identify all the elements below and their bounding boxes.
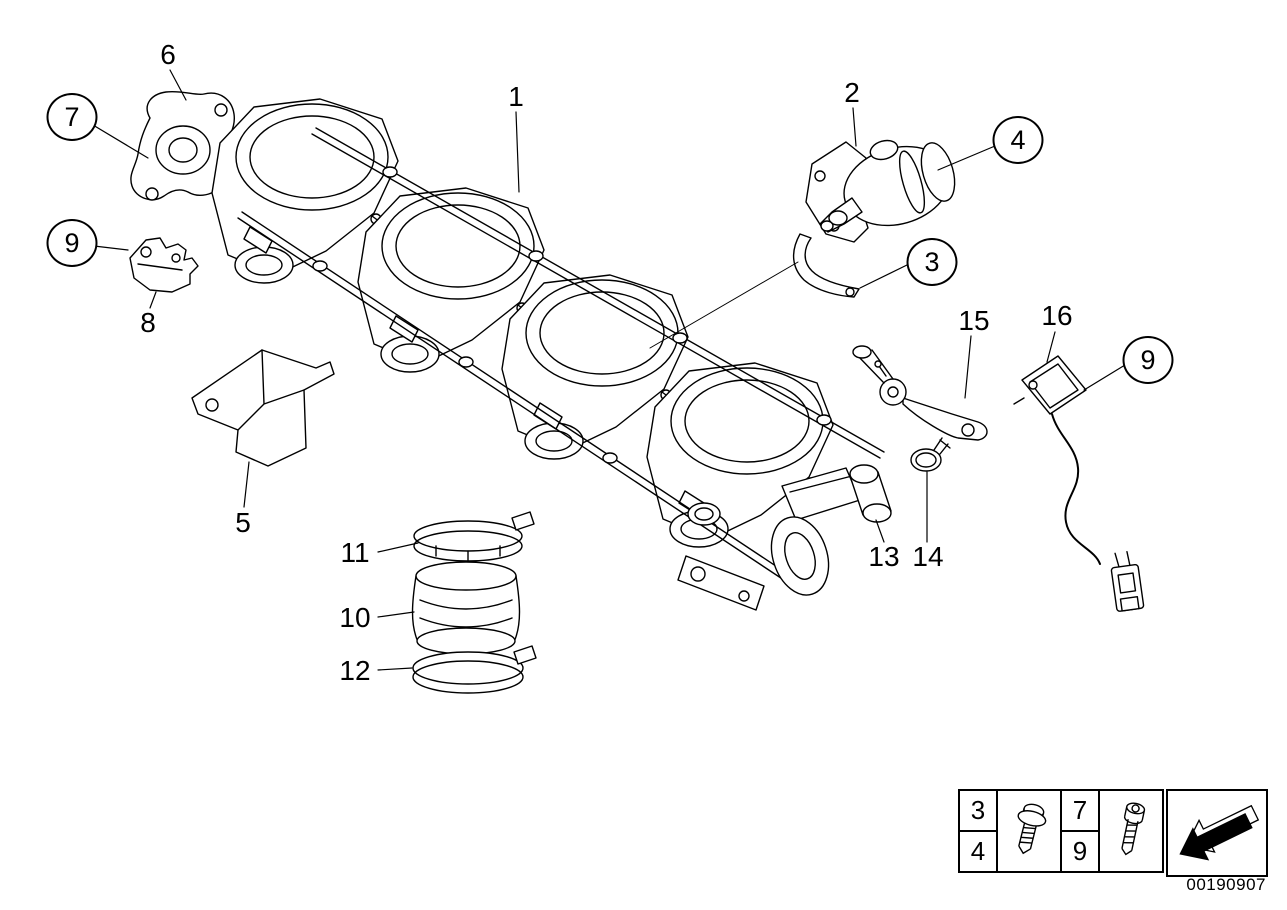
callout-10[interactable]: 10 [339, 602, 371, 633]
callout-4[interactable]: 4 [992, 116, 1044, 164]
callout-16[interactable]: 16 [1041, 300, 1073, 331]
callout-14[interactable]: 14 [912, 541, 944, 572]
direction-arrow-icon [1179, 804, 1260, 861]
diagram-image-id: 00190907 [1186, 875, 1266, 894]
part-throttle-position-sensor [130, 90, 236, 201]
callout-9-left[interactable]: 9 [46, 219, 98, 267]
callout-3[interactable]: 3 [906, 238, 958, 286]
part-hose-clamp-upper [413, 511, 535, 562]
part-cable-bracket [852, 345, 988, 441]
callout-8[interactable]: 8 [140, 307, 156, 338]
callout-6[interactable]: 6 [160, 39, 176, 70]
callout-5[interactable]: 5 [235, 507, 251, 538]
callout-7[interactable]: 7 [46, 93, 98, 141]
legend-ref-9: 9 [1072, 836, 1088, 866]
part-valve-bracket [649, 233, 860, 349]
direction-arrow[interactable] [1166, 789, 1268, 877]
part-heat-shield-bracket [191, 349, 335, 467]
legend-cell-3-4: 3 4 [960, 791, 1060, 871]
part-bracket-left [129, 237, 199, 293]
legend-ref-7: 7 [1062, 791, 1098, 832]
legend-ref-3: 3 [960, 791, 996, 832]
fastener-legend: 3 4 7 9 [958, 789, 1164, 873]
flange-bolt-icon [1017, 803, 1047, 855]
callout-1[interactable]: 1 [508, 81, 524, 112]
part-spacer-sleeve [849, 464, 892, 523]
part-rubber-boot [411, 561, 521, 655]
legend-ref-4: 4 [970, 836, 986, 866]
callout-9-right[interactable]: 9 [1122, 336, 1174, 384]
callout-2[interactable]: 2 [844, 77, 860, 108]
callout-12[interactable]: 12 [339, 655, 371, 686]
socket-head-bolt-icon [1121, 802, 1146, 856]
legend-cell-7-9: 7 9 [1060, 791, 1162, 871]
part-hose-clamp-lower [412, 645, 537, 694]
leader-lines [92, 69, 1126, 671]
part-throttle-housing-assembly [211, 98, 885, 611]
part-idle-control-valve [805, 139, 956, 243]
part-cable-connector [1110, 550, 1145, 612]
part-clamp-small [910, 437, 951, 472]
part-micro-switch [1013, 355, 1087, 415]
callout-15[interactable]: 15 [958, 305, 990, 336]
callout-11[interactable]: 11 [340, 537, 370, 568]
part-switch-cable [1051, 413, 1145, 612]
callout-13[interactable]: 13 [868, 541, 900, 572]
